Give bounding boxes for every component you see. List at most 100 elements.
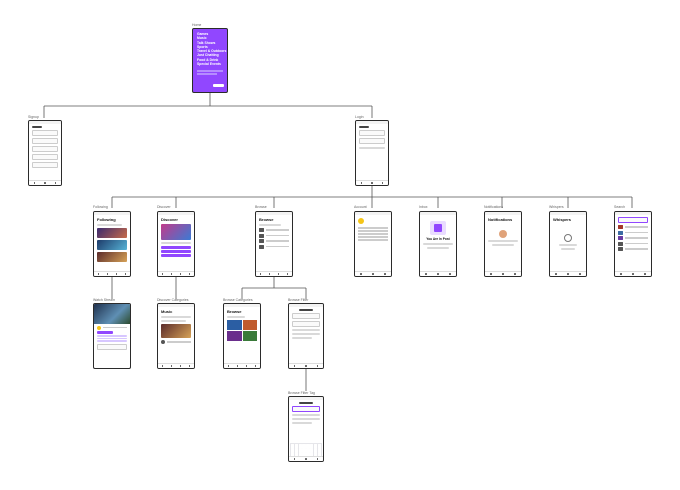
tag-option[interactable] (292, 422, 313, 424)
filter-field[interactable] (292, 321, 320, 327)
category-tile[interactable] (242, 320, 257, 330)
bottom-nav[interactable] (550, 271, 586, 276)
menu-item[interactable] (358, 230, 388, 232)
list-item[interactable] (259, 228, 289, 232)
whispers-screen[interactable]: Whispers (549, 211, 587, 277)
video-player[interactable] (94, 304, 130, 324)
browse-screen[interactable]: Browse (255, 211, 293, 277)
stream-thumbnail[interactable] (161, 324, 191, 338)
menu-item[interactable] (358, 236, 388, 238)
menu-item[interactable] (358, 227, 388, 229)
bottom-nav[interactable] (158, 363, 194, 368)
following-screen[interactable]: Following (93, 211, 131, 277)
browse-filter-tag-screen[interactable] (288, 396, 324, 462)
signup-screen[interactable] (28, 120, 62, 186)
category-item[interactable]: Just Chatting (197, 53, 219, 58)
category-item[interactable]: Games (197, 32, 209, 36)
stream-thumbnail[interactable] (97, 240, 127, 250)
search-screen[interactable] (614, 211, 652, 277)
stream-thumbnail[interactable] (97, 252, 127, 262)
enter-button[interactable] (213, 84, 224, 87)
category-tile[interactable] (227, 320, 242, 330)
inbox-screen[interactable]: You Are In Post (419, 211, 457, 277)
category-chip[interactable] (161, 254, 191, 257)
login-screen[interactable] (355, 120, 389, 186)
browse-filter-screen[interactable] (288, 303, 324, 369)
category-item[interactable]: Talk Shows (197, 40, 216, 45)
list-item[interactable] (259, 244, 289, 249)
category-item[interactable]: Special Events (197, 62, 221, 67)
password-field[interactable] (32, 138, 58, 144)
avatar[interactable] (358, 218, 364, 224)
phone-field[interactable] (32, 162, 58, 168)
category-item[interactable]: Travel & Outdoors (197, 49, 227, 54)
category-item[interactable]: Music (197, 36, 207, 41)
category-chip[interactable] (161, 250, 191, 253)
notifications-screen[interactable]: Notifications (484, 211, 522, 277)
bottom-nav[interactable] (289, 456, 323, 461)
home-screen[interactable]: Games Music Talk Shows Sports Travel & O… (192, 28, 228, 93)
stream-thumbnail[interactable] (97, 228, 127, 238)
watch-stream-screen[interactable] (93, 303, 131, 369)
result-row[interactable] (618, 225, 648, 229)
bottom-nav[interactable] (289, 363, 323, 368)
category-tile[interactable] (227, 331, 242, 341)
bottom-nav[interactable] (158, 271, 194, 276)
menu-item[interactable] (358, 233, 388, 235)
result-row[interactable] (618, 247, 648, 251)
tag-option[interactable] (292, 414, 320, 416)
bottom-nav[interactable] (485, 271, 521, 276)
bottom-nav[interactable] (355, 271, 391, 276)
channel-info[interactable] (97, 325, 127, 330)
bottom-nav[interactable] (256, 271, 292, 276)
bottom-nav[interactable] (356, 180, 388, 185)
discover-screen[interactable]: Discover (157, 211, 195, 277)
bottom-nav[interactable] (615, 271, 651, 276)
search-input[interactable] (618, 217, 648, 223)
filter-field[interactable] (292, 313, 320, 319)
username-field[interactable] (359, 130, 385, 136)
result-row[interactable] (618, 236, 648, 240)
chat-input[interactable] (97, 343, 127, 350)
bottom-nav[interactable] (420, 271, 456, 276)
category-item[interactable]: Sports (197, 44, 208, 49)
bottom-nav[interactable] (224, 363, 260, 368)
on-screen-keyboard[interactable] (290, 443, 322, 457)
channel-info[interactable] (161, 340, 191, 344)
tab-row[interactable] (227, 316, 245, 318)
start-whisper-button[interactable] (560, 248, 576, 250)
filter-option[interactable] (292, 333, 320, 335)
tab-row[interactable] (259, 224, 281, 226)
tag-search-input[interactable] (292, 406, 320, 412)
signup-label: Signup (28, 115, 39, 119)
username-field[interactable] (32, 130, 58, 136)
list-item[interactable] (259, 239, 289, 243)
result-row[interactable] (618, 241, 648, 246)
tag-option[interactable] (292, 418, 320, 420)
category-tile[interactable] (242, 331, 257, 341)
login-button[interactable] (359, 147, 385, 149)
account-screen[interactable] (354, 211, 392, 277)
list-item[interactable] (259, 233, 289, 238)
browse-categories-screen[interactable]: Browse (223, 303, 261, 369)
birthday-field[interactable] (32, 154, 58, 160)
filter-option[interactable] (292, 337, 313, 339)
divider (197, 73, 218, 76)
category-grid (227, 320, 257, 341)
bottom-nav[interactable] (94, 271, 130, 276)
page-title: Browse (259, 217, 274, 222)
featured-stream[interactable] (161, 224, 191, 240)
follow-button[interactable] (97, 331, 114, 334)
result-row[interactable] (618, 230, 648, 235)
bottom-nav[interactable] (29, 180, 61, 185)
password-field[interactable] (359, 138, 385, 144)
category-chip[interactable] (161, 246, 191, 249)
illustration-icon (499, 230, 507, 238)
email-field[interactable] (32, 146, 58, 152)
discover-categories-screen[interactable]: Music (157, 303, 195, 369)
menu-item[interactable] (358, 239, 388, 241)
category-item[interactable]: Food & Drink (197, 57, 219, 62)
filter-option[interactable] (292, 329, 320, 331)
page-title: Music (161, 309, 173, 314)
subheading (97, 224, 123, 226)
